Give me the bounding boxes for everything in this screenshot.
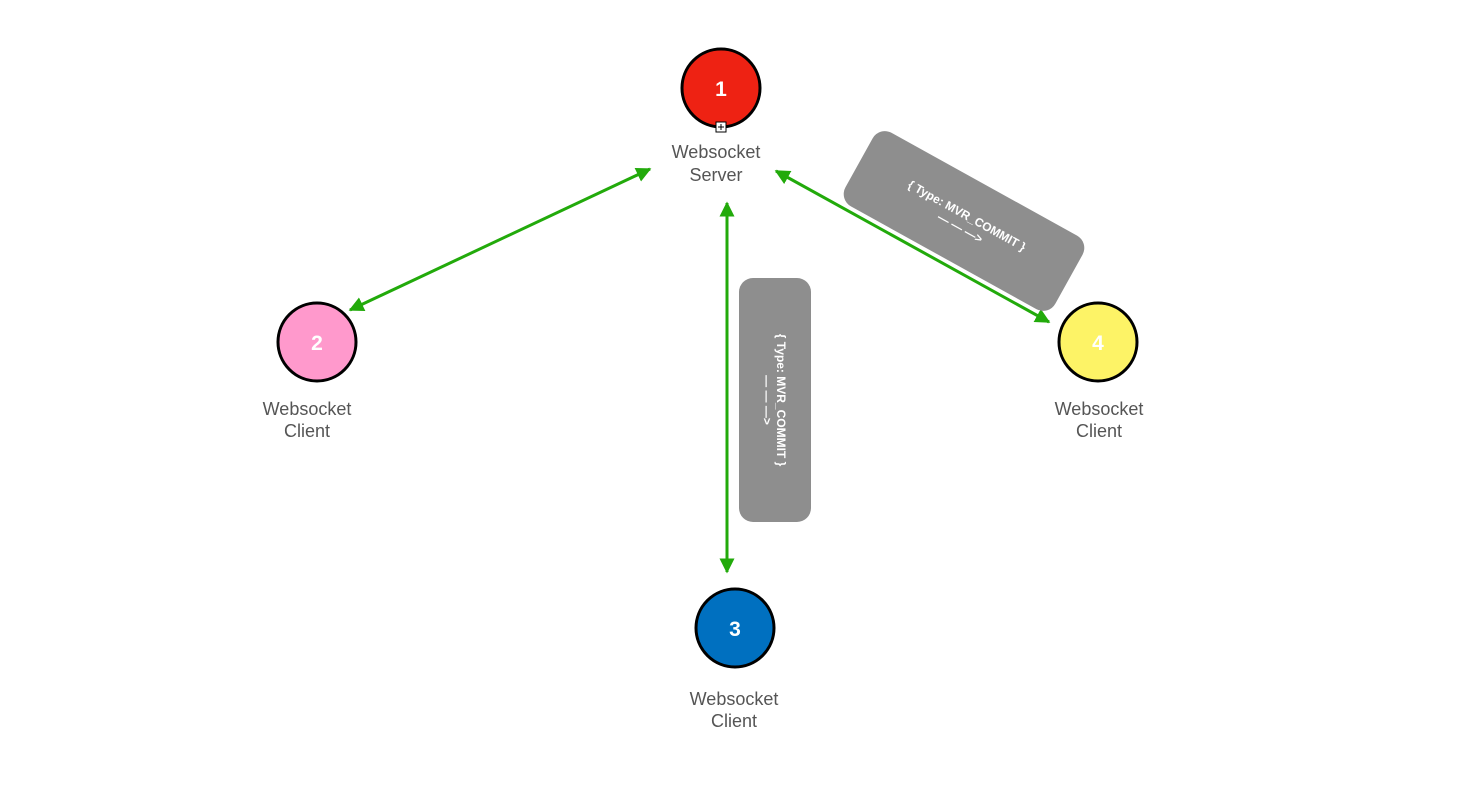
node-3-label-line1: Websocket bbox=[690, 689, 779, 709]
node-number: 3 bbox=[729, 618, 741, 641]
node-2[interactable]: 2 bbox=[276, 301, 358, 383]
node-1[interactable]: 1 bbox=[680, 47, 762, 133]
node-number: 4 bbox=[1092, 332, 1104, 355]
edge-server-client-4[interactable] bbox=[774, 169, 1051, 324]
node-1-label-line2: Server bbox=[689, 165, 742, 185]
node-4[interactable]: 4 bbox=[1057, 301, 1139, 383]
edge-server-client-2[interactable] bbox=[348, 167, 652, 312]
node-circle bbox=[276, 301, 358, 383]
message-box-edge-1-4[interactable]: { Type: MVR_COMMIT } — — —> bbox=[839, 126, 1090, 316]
node-4-label-line2: Client bbox=[1076, 421, 1122, 441]
message-type-text: { Type: MVR_COMMIT } bbox=[774, 334, 788, 467]
node-1-label-line1: Websocket bbox=[672, 142, 761, 162]
node-circle bbox=[1057, 301, 1139, 383]
node-circle bbox=[694, 587, 776, 669]
node-number: 2 bbox=[311, 332, 323, 355]
node-4-label-line1: Websocket bbox=[1055, 399, 1144, 419]
node-3-label-line2: Client bbox=[711, 711, 757, 731]
node-2-label-line1: Websocket bbox=[263, 399, 352, 419]
node-3[interactable]: 3 bbox=[694, 587, 776, 669]
message-box-edge-1-3[interactable]: { Type: MVR_COMMIT } — — —> bbox=[739, 278, 811, 522]
node-number: 1 bbox=[715, 78, 727, 101]
connection-handle-icon[interactable] bbox=[715, 121, 727, 133]
message-arrow-text: — — —> bbox=[760, 375, 774, 425]
node-2-label-line2: Client bbox=[284, 421, 330, 441]
